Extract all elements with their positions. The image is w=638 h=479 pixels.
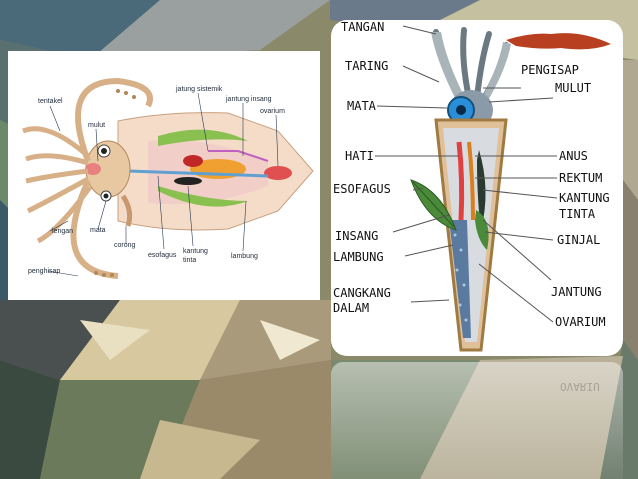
esophagus-line bbox=[127, 169, 269, 178]
mouth-shape bbox=[85, 163, 101, 175]
label-ovarium-left: ovarium bbox=[260, 108, 285, 115]
label-tinta-right: TINTA bbox=[559, 207, 596, 221]
label-esofagus-left: esofagus bbox=[148, 252, 177, 259]
tentacle-long-top bbox=[75, 77, 153, 163]
label-hati: HATI bbox=[345, 149, 374, 163]
right-squid-svg: TANGAN TARING MATA HATI ESOFAGUS INSANG … bbox=[333, 20, 611, 352]
label-mata: mata bbox=[90, 227, 106, 234]
gill-shape-bottom bbox=[158, 186, 248, 207]
arm-5 bbox=[36, 185, 93, 244]
label-insang: INSANG bbox=[335, 229, 378, 243]
ink-sac-right-shape bbox=[477, 150, 486, 230]
arm-4 bbox=[26, 176, 90, 214]
gladius-shape bbox=[449, 220, 471, 338]
label-anus: ANUS bbox=[559, 149, 588, 163]
label-jantung-sistemik: jatung sistemik bbox=[175, 86, 223, 93]
left-leader-lines bbox=[47, 92, 279, 277]
reflection-text: OVARIU bbox=[560, 380, 600, 393]
label-jantung-insang: jantung insang bbox=[225, 96, 272, 103]
funnel-shape bbox=[120, 194, 133, 227]
label-mulut: mulut bbox=[88, 122, 105, 129]
label-esofagus-right: ESOFAGUS bbox=[333, 182, 391, 196]
label-lambung-left: lambung bbox=[231, 253, 258, 260]
label-pengisap: PENGISAP bbox=[521, 63, 579, 77]
gladius-dots bbox=[453, 233, 468, 322]
label-cangkang: CANGKANG bbox=[333, 286, 391, 300]
label-tentakel: tentakel bbox=[38, 98, 63, 105]
arm-2 bbox=[25, 153, 89, 166]
suckers-group bbox=[94, 89, 136, 277]
label-tangan: TANGAN bbox=[341, 20, 384, 34]
arm-1 bbox=[22, 126, 90, 158]
left-squid-svg: tentakel mulut jatung sistemik jantung i… bbox=[22, 77, 314, 279]
rectum-shape bbox=[467, 141, 475, 221]
label-ovarium-right: OVARIUM bbox=[555, 315, 606, 329]
left-squid-diagram: tentakel mulut jatung sistemik jantung i… bbox=[8, 51, 320, 300]
label-dalam: DALAM bbox=[333, 301, 369, 315]
sucker-tentacle-shape bbox=[506, 33, 611, 50]
label-penghisap: penghisap bbox=[28, 268, 60, 275]
label-kantung-left: kantung bbox=[183, 248, 208, 255]
heart-shape bbox=[183, 155, 203, 167]
kidney-shape bbox=[475, 210, 489, 250]
label-lengan: lengan bbox=[52, 228, 73, 235]
label-corong: corong bbox=[114, 242, 136, 249]
arm-3 bbox=[25, 168, 89, 184]
liver-shape bbox=[456, 141, 465, 221]
label-tinta-left: tinta bbox=[183, 257, 196, 264]
panel-reflection bbox=[331, 362, 623, 479]
label-ginjal: GINJAL bbox=[557, 233, 600, 247]
right-leader-lines bbox=[375, 25, 558, 323]
label-mulut-right: MULUT bbox=[555, 81, 591, 95]
label-taring: TARING bbox=[345, 59, 388, 73]
label-mata-right: MATA bbox=[347, 99, 377, 113]
label-jantung-right: JANTUNG bbox=[551, 285, 602, 299]
gill-shape-top bbox=[158, 129, 248, 146]
label-lambung-right: LAMBUNG bbox=[333, 250, 384, 264]
right-arm-fill bbox=[431, 32, 511, 102]
vessel-line bbox=[208, 150, 269, 162]
label-kantung-right: KANTUNG bbox=[559, 191, 610, 205]
ink-sac-shape bbox=[174, 177, 202, 185]
label-rektum: REKTUM bbox=[559, 171, 602, 185]
right-squid-diagram: TANGAN TARING MATA HATI ESOFAGUS INSANG … bbox=[331, 20, 623, 356]
ovary-shape bbox=[264, 166, 292, 180]
